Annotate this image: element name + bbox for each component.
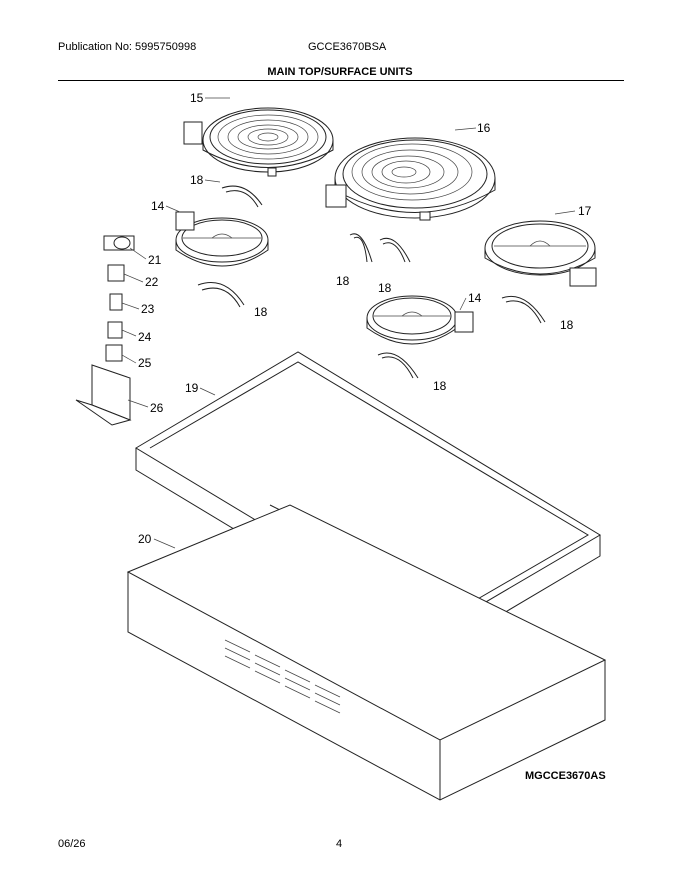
callout-16: 16 <box>477 121 491 135</box>
model-number: GCCE3670BSA <box>308 41 387 53</box>
leader-lines <box>121 97 576 549</box>
callout-25: 25 <box>138 356 152 370</box>
callout-23: 23 <box>141 302 155 316</box>
callout-18-d: 18 <box>254 305 268 319</box>
surface-unit-15[interactable] <box>183 107 334 177</box>
callout-18-e: 18 <box>560 318 574 332</box>
small-parts[interactable] <box>103 235 135 362</box>
callout-15: 15 <box>190 91 204 105</box>
surface-unit-14-center[interactable] <box>366 295 474 345</box>
publication-number: Publication No: 5995750998 <box>58 41 197 53</box>
bracket-18-group[interactable] <box>197 185 546 379</box>
callout-18-f: 18 <box>433 379 447 393</box>
callout-20: 20 <box>138 532 152 546</box>
callout-21: 21 <box>148 253 162 267</box>
footer-date: 06/26 <box>58 838 86 850</box>
title-divider <box>58 80 624 81</box>
callout-19: 19 <box>185 381 199 395</box>
callout-26: 26 <box>150 401 164 415</box>
bracket-plate-26[interactable] <box>75 364 132 426</box>
page-number: 4 <box>336 838 343 850</box>
model-code: MGCCE3670AS <box>525 770 606 782</box>
callout-18-c: 18 <box>378 281 392 295</box>
callout-18-a: 18 <box>190 173 204 187</box>
base-box-20[interactable] <box>126 504 607 801</box>
surface-unit-14-left[interactable] <box>175 211 269 267</box>
callout-24: 24 <box>138 330 152 344</box>
callout-17: 17 <box>578 204 592 218</box>
callout-22: 22 <box>145 275 159 289</box>
page-title: MAIN TOP/SURFACE UNITS <box>267 66 413 78</box>
callout-14-a: 14 <box>151 199 165 213</box>
callout-labels: 15 16 17 18 18 18 18 18 18 14 14 19 20 2… <box>138 91 592 546</box>
callout-18-b: 18 <box>336 274 350 288</box>
surface-unit-17[interactable] <box>484 220 597 287</box>
surface-unit-16[interactable] <box>325 137 496 221</box>
callout-14-b: 14 <box>468 291 482 305</box>
